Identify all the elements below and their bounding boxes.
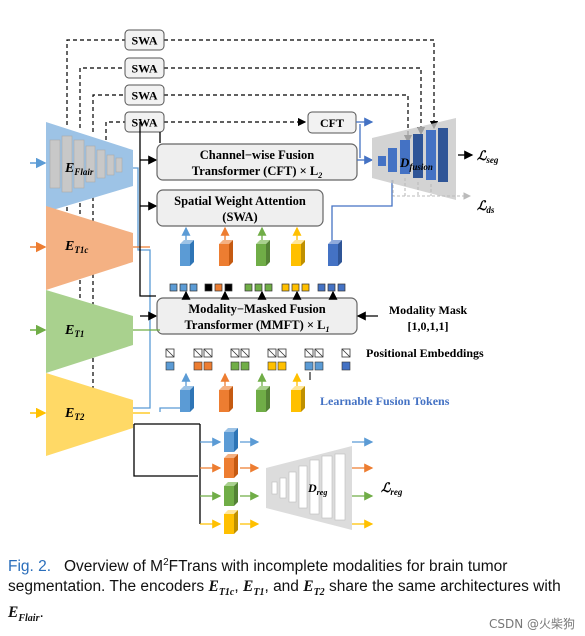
positional-embeddings-label: Positional Embeddings: [366, 346, 484, 360]
swa-label-2: SWA: [131, 62, 157, 76]
decoder-reg: Dreg: [266, 446, 352, 530]
svg-text:Transformer (MMFT) × L1: Transformer (MMFT) × L1: [185, 318, 330, 334]
loss-ds: ℒds: [477, 198, 495, 215]
reg-branch-lines: [199, 424, 222, 529]
svg-text:ET2: ET2: [64, 406, 85, 422]
lower-cube-arrows: [150, 329, 311, 412]
svg-text:(SWA): (SWA): [222, 210, 257, 224]
figure-caption: Fig. 2. Overview of M2FTrans with incomp…: [8, 557, 561, 625]
loss-seg: ℒseg: [477, 148, 499, 165]
svg-text:Dfusion: Dfusion: [399, 155, 433, 172]
decoder-fusion: Dfusion: [372, 118, 456, 200]
cube-t1-lower: [256, 386, 270, 412]
cube-t1-upper: [256, 240, 270, 266]
encoder-output-lines: [133, 167, 151, 414]
swa-label-1: SWA: [131, 34, 157, 48]
cube-flair-upper: [180, 240, 194, 266]
reg-cubes: [224, 428, 238, 534]
cube-flair-lower: [180, 386, 194, 412]
cube-t2-upper: [291, 240, 305, 266]
encoder-flair-label: EFlair: [64, 161, 94, 177]
svg-text:ET1: ET1: [64, 323, 84, 339]
cube-t1c-upper: [219, 240, 233, 266]
deep-supervision-arrows: [392, 178, 472, 200]
encoder-t1: ET1: [46, 290, 133, 373]
loss-reg: ℒreg: [381, 480, 403, 497]
swa-box: Spatial Weight Attention (SWA): [156, 189, 324, 227]
positional-embedding-row: [165, 348, 351, 358]
watermark: CSDN @火柴狗: [488, 617, 575, 631]
cube-t2-lower: [291, 386, 305, 412]
mmft-box: Modality−Masked Fusion Transformer (MMFT…: [156, 297, 358, 335]
learnable-fusion-tokens-label: Learnable Fusion Tokens: [320, 394, 450, 408]
input-arrows: [30, 157, 47, 419]
encoder-t2: ET2: [46, 373, 133, 456]
encoder-t1c: ET1c: [46, 206, 133, 290]
reg-output-arrows: [352, 437, 374, 529]
svg-text:CFT: CFT: [320, 116, 344, 130]
svg-text:Dreg: Dreg: [307, 481, 327, 497]
swa-label-3: SWA: [131, 89, 157, 103]
token-row-lower: [165, 361, 351, 371]
svg-text:Transformer (CFT) × L2: Transformer (CFT) × L2: [192, 164, 322, 180]
svg-text:ET1c: ET1c: [64, 239, 88, 255]
backbone-lines: [133, 122, 200, 477]
cft-small-box: CFT: [307, 111, 357, 134]
box-connections: [159, 124, 393, 242]
encoder-flair: EFlair: [46, 122, 133, 212]
cft-box: Channel−wise Fusion Transformer (CFT) × …: [156, 143, 358, 181]
cube-fusion-upper: [328, 240, 342, 266]
swa-label-4: SWA: [131, 116, 157, 130]
svg-text:Modality−Masked Fusion: Modality−Masked Fusion: [188, 302, 325, 316]
upper-cube-arrows: [181, 226, 338, 300]
reg-cube-arrows: [240, 437, 260, 529]
modality-mask: Modality Mask [1,0,1,1]: [356, 303, 468, 333]
token-row-upper: [169, 283, 346, 292]
cube-t1c-lower: [219, 386, 233, 412]
swa-stack: SWA SWA SWA SWA: [124, 29, 165, 133]
svg-text:Channel−wise Fusion: Channel−wise Fusion: [200, 148, 314, 162]
figure-label: Fig. 2.: [8, 558, 52, 576]
lower-token-cubes: [180, 386, 305, 412]
svg-text:Modality Mask: Modality Mask: [389, 303, 468, 317]
upper-token-cubes: [180, 240, 342, 266]
svg-text:Spatial Weight Attention: Spatial Weight Attention: [174, 194, 306, 208]
svg-text:[1,0,1,1]: [1,0,1,1]: [408, 319, 449, 333]
